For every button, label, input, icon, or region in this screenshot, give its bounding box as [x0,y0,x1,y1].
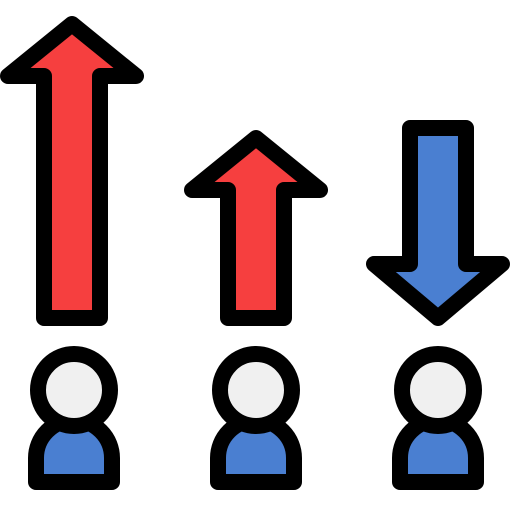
person-left-head [30,346,118,434]
small-up-arrow-shape [184,130,328,326]
large-up-arrow-shape [0,16,144,326]
person-left-icon [28,346,120,490]
large-up-arrow-icon [0,16,144,326]
person-middle-head [212,346,300,434]
person-right-head [394,346,482,434]
person-right-icon [392,346,484,490]
small-up-arrow-icon [184,130,328,326]
down-arrow-icon [366,120,510,326]
down-arrow-shape [366,120,510,326]
person-middle-icon [210,346,302,490]
